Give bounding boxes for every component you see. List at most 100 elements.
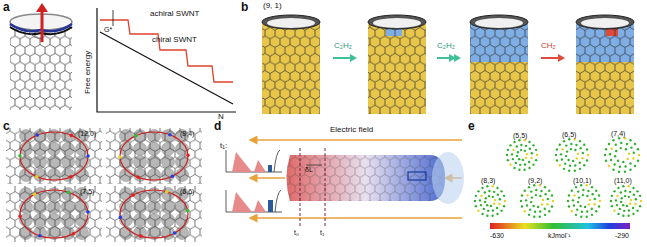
drawn-shape — [559, 164, 561, 166]
drawn-shape — [507, 149, 509, 151]
drawn-shape — [591, 193, 593, 195]
drawn-shape — [524, 163, 526, 165]
drawn-shape — [571, 190, 573, 192]
drawn-shape — [524, 210, 526, 212]
drawn-shape — [525, 145, 527, 147]
drawn-shape — [496, 207, 498, 209]
drawn-shape — [564, 162, 566, 164]
drawn-shape — [569, 165, 571, 167]
drawn-shape — [561, 158, 563, 160]
drawn-shape — [544, 186, 546, 188]
drawn-shape — [611, 195, 613, 197]
drawn-shape — [598, 194, 600, 196]
drawn-shape — [474, 200, 476, 202]
drawn-shape — [573, 194, 575, 196]
figure-label: C₂H₂ — [437, 42, 455, 51]
drawn-shape — [479, 199, 481, 201]
drawn-shape — [581, 157, 583, 159]
drawn-shape — [624, 165, 626, 167]
drawn-shape — [610, 159, 612, 161]
drawn-shape — [546, 203, 548, 205]
drawn-shape — [38, 234, 42, 238]
figure-label: -290 — [615, 232, 629, 240]
drawn-shape — [530, 157, 532, 159]
drawn-shape — [610, 200, 612, 202]
drawn-shape — [577, 190, 579, 192]
drawn-shape — [368, 22, 426, 114]
drawn-shape — [528, 141, 530, 143]
drawn-shape — [622, 215, 624, 217]
drawn-shape — [33, 193, 37, 197]
drawn-shape — [532, 144, 534, 146]
drawn-shape — [593, 203, 595, 205]
drawn-shape — [634, 165, 636, 167]
drawn-shape — [627, 215, 629, 217]
drawn-shape — [636, 190, 638, 192]
drawn-shape — [581, 18, 629, 28]
figure-label: (6,5) — [562, 131, 576, 139]
drawn-shape — [20, 190, 88, 238]
drawn-shape — [529, 148, 531, 150]
drawn-shape — [565, 144, 567, 146]
drawn-shape — [526, 204, 528, 206]
drawn-shape — [624, 195, 626, 197]
drawn-shape — [634, 203, 636, 205]
drawn-shape — [586, 159, 588, 161]
drawn-shape — [165, 190, 169, 194]
drawn-shape — [591, 186, 593, 188]
drawn-shape — [579, 140, 581, 142]
drawn-shape — [523, 169, 525, 171]
drawn-shape — [491, 215, 493, 217]
drawn-shape — [500, 190, 502, 192]
drawn-shape — [521, 205, 523, 207]
figure-label: δL — [305, 166, 313, 174]
drawn-shape — [580, 184, 582, 186]
drawn-shape — [491, 185, 493, 187]
drawn-shape — [552, 200, 554, 202]
drawn-shape — [106, 186, 202, 242]
drawn-shape — [582, 152, 584, 154]
figure-label: (11,0) — [614, 177, 632, 185]
drawn-shape — [567, 200, 569, 202]
drawn-shape — [118, 155, 122, 159]
figure-label: G* — [104, 26, 112, 34]
drawn-shape — [568, 170, 570, 172]
drawn-shape — [620, 142, 622, 144]
drawn-shape — [486, 204, 488, 206]
figure-label: achiral SWNT — [150, 10, 199, 19]
drawn-shape — [524, 190, 526, 192]
drawn-shape — [131, 193, 135, 197]
drawn-shape — [483, 208, 485, 210]
drawn-shape — [572, 160, 574, 162]
drawn-shape — [503, 195, 505, 197]
drawn-shape — [6, 128, 102, 184]
drawn-shape — [139, 234, 143, 238]
drawn-shape — [492, 196, 494, 198]
drawn-shape — [262, 22, 320, 114]
drawn-shape — [267, 18, 315, 28]
drawn-shape — [609, 153, 611, 155]
drawn-shape — [605, 160, 607, 162]
drawn-shape — [525, 157, 527, 159]
drawn-shape — [497, 194, 499, 196]
drawn-shape — [470, 15, 528, 29]
drawn-shape — [618, 171, 620, 173]
drawn-shape — [523, 139, 525, 141]
figure-label: (8,4) — [180, 130, 194, 138]
drawn-shape — [509, 144, 511, 146]
drawn-shape — [513, 141, 515, 143]
drawn-shape — [119, 216, 123, 220]
drawn-shape — [578, 196, 580, 198]
drawn-shape — [477, 209, 479, 211]
drawn-shape — [137, 175, 141, 179]
drawn-shape — [519, 164, 521, 166]
drawn-shape — [567, 159, 569, 161]
drawn-shape — [571, 210, 573, 212]
drawn-shape — [582, 194, 584, 196]
drawn-shape — [628, 153, 630, 155]
drawn-shape — [481, 187, 483, 189]
drawn-shape — [608, 143, 610, 145]
drawn-shape — [516, 145, 518, 147]
drawn-shape — [498, 203, 500, 205]
